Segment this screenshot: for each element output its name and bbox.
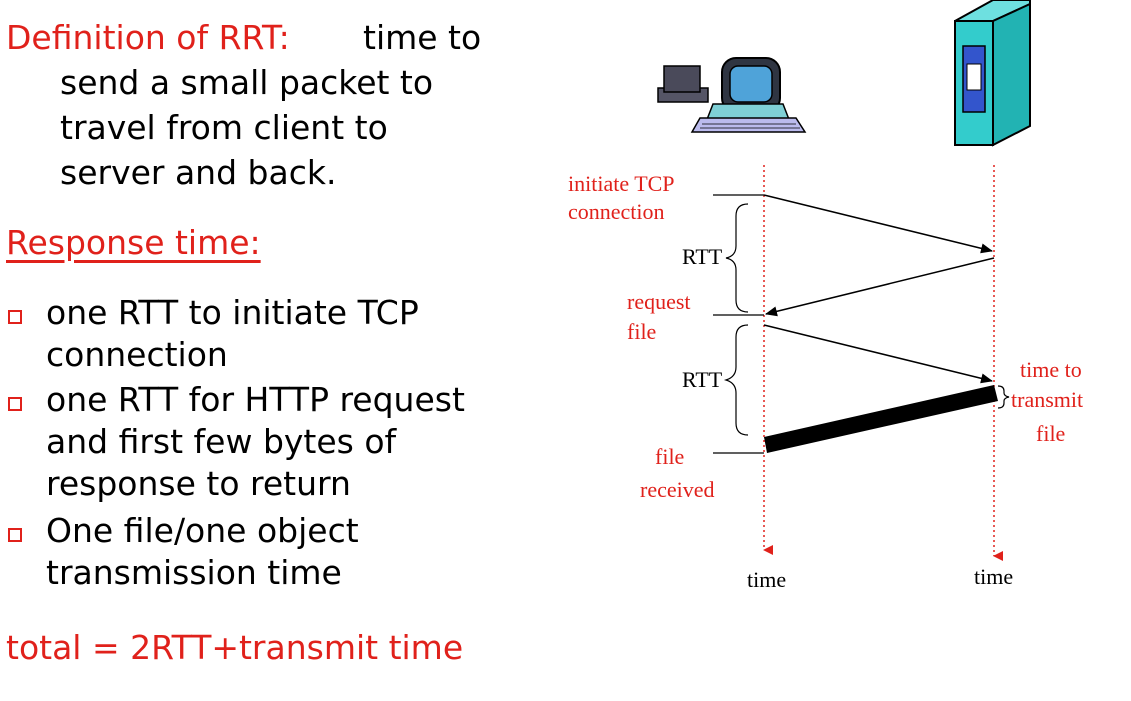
request-label-1: request [627, 289, 691, 314]
bullet-3-line-2: transmission time [46, 553, 342, 592]
bullet-box-icon [8, 310, 22, 324]
bullet-box-icon [8, 397, 22, 411]
bullet-2-line-2: and first few bytes of [46, 422, 397, 461]
initiate-label-2: connection [568, 199, 665, 224]
request-arrow [763, 324, 993, 384]
total-formula: total = 2RTT+transmit time [6, 628, 464, 667]
transmit-label-3: file [1036, 421, 1065, 446]
definition-line-3: travel from client to [60, 108, 388, 147]
received-label-2: received [640, 477, 715, 502]
bullet-3-line-1: One file/one object [46, 511, 359, 550]
bullet-box-icon [8, 528, 22, 542]
transmit-brace [997, 385, 1010, 409]
syn-arrow [763, 194, 993, 254]
bullet-2-line-1: one RTT for HTTP request [46, 380, 465, 419]
rtt-label-1: RTT [682, 244, 723, 269]
server-tower-icon [954, 0, 1031, 147]
request-label-2: file [627, 319, 656, 344]
response-time-heading: Response time: [6, 223, 261, 262]
rtt-brace-1 [725, 203, 749, 313]
definition-line-1: time to [363, 18, 482, 57]
transmit-label-1: time to [1020, 357, 1082, 382]
definition-label: Definition of RRT: [6, 18, 290, 57]
initiate-label-1: initiate TCP [568, 171, 675, 196]
rtt-label-2: RTT [682, 367, 723, 392]
synack-arrow [765, 257, 995, 317]
text-panel: Definition of RRT: time to send a small … [6, 18, 482, 667]
definition-line-2: send a small packet to [60, 63, 434, 102]
bullet-1-line-2: connection [46, 335, 228, 374]
transmit-label-2: transmit [1011, 387, 1083, 412]
file-transmission-bar [764, 385, 998, 453]
definition-line-4: server and back. [60, 153, 337, 192]
client-computer-icon [657, 57, 807, 133]
rtt-brace-2 [723, 324, 749, 436]
client-time-label: time [747, 567, 786, 592]
bullet-2-line-3: response to return [46, 464, 351, 503]
received-label-1: file [655, 444, 684, 469]
server-time-label: time [974, 564, 1013, 589]
bullet-1-line-1: one RTT to initiate TCP [46, 293, 419, 332]
